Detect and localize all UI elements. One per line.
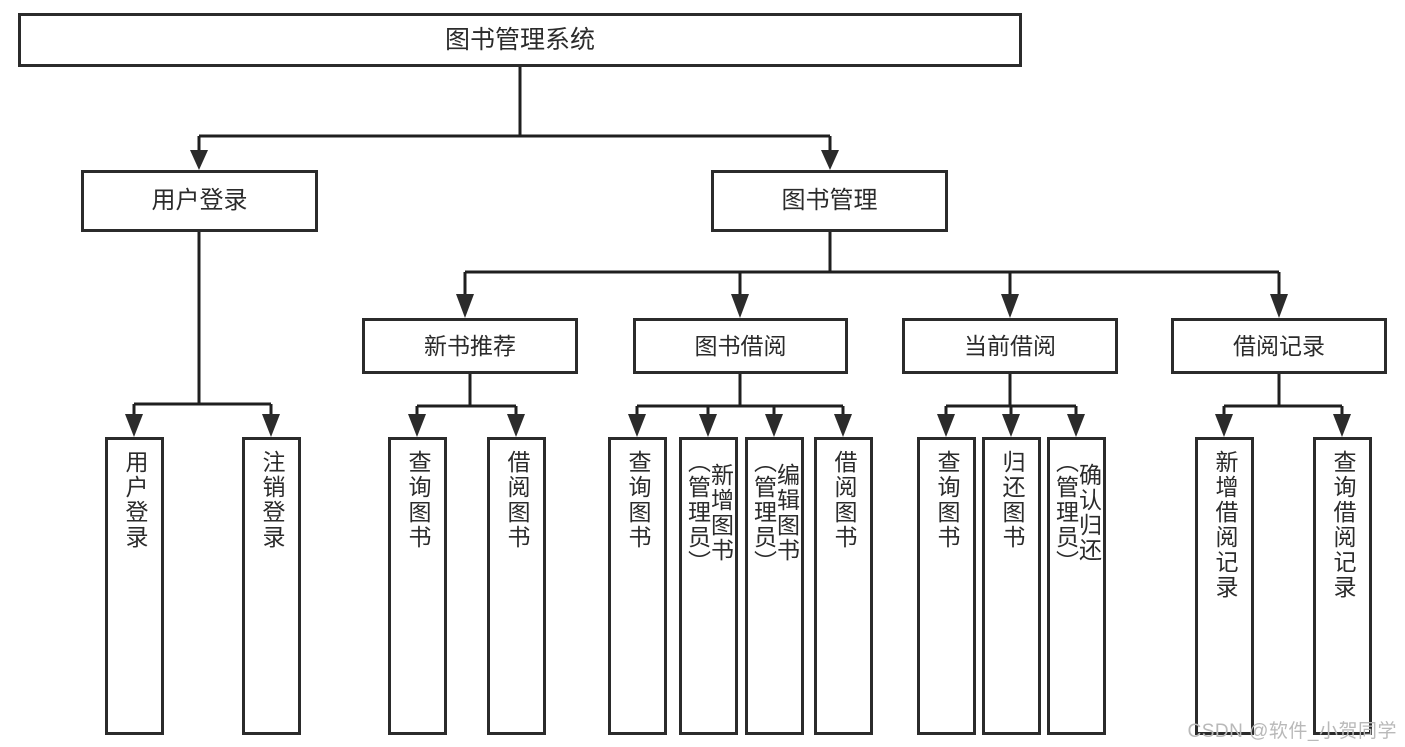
node-label: 新增借阅记录 xyxy=(1212,450,1238,600)
arrow-cb-leaf-3 xyxy=(1067,414,1085,437)
node-leaf-return-book[interactable]: 归还图书 xyxy=(982,437,1041,735)
node-label: 新增图书 （管理员） xyxy=(684,450,734,575)
node-new-book-recommend[interactable]: 新书推荐 xyxy=(362,318,578,374)
node-label: 图书管理系统 xyxy=(444,25,595,54)
node-label: 用户登录 xyxy=(122,450,148,550)
arrow-userlogin-leaf-2 xyxy=(262,414,280,437)
node-label: 新书推荐 xyxy=(424,332,516,359)
node-leaf-query-book-borrow[interactable]: 查询图书 xyxy=(608,437,667,735)
arrow-br-leaf-2 xyxy=(1333,414,1351,437)
node-leaf-add-borrow-record[interactable]: 新增借阅记录 xyxy=(1195,437,1254,735)
node-leaf-add-book-admin[interactable]: 新增图书 （管理员） xyxy=(679,437,738,735)
node-label: 查询图书 xyxy=(625,450,651,550)
node-label: 借阅记录 xyxy=(1233,332,1325,359)
node-leaf-edit-book-admin[interactable]: 编辑图书 （管理员） xyxy=(745,437,804,735)
node-leaf-query-book-current[interactable]: 查询图书 xyxy=(917,437,976,735)
arrow-cb-leaf-1 xyxy=(937,414,955,437)
node-book-manage[interactable]: 图书管理 xyxy=(711,170,948,232)
arrow-bb-leaf-1 xyxy=(628,414,646,437)
node-label: 归还图书 xyxy=(999,450,1025,550)
arrow-bm-to-current-borrow xyxy=(1001,294,1019,318)
node-label: 借阅图书 xyxy=(504,450,530,550)
arrow-nbr-leaf-1 xyxy=(408,414,426,437)
arrow-userlogin-leaf-1 xyxy=(125,414,143,437)
arrow-bm-to-borrow-record xyxy=(1270,294,1288,318)
arrow-bb-leaf-3 xyxy=(765,414,783,437)
node-label: 图书管理 xyxy=(781,187,878,215)
arrow-root-to-user-login xyxy=(190,150,208,170)
node-label: 借阅图书 xyxy=(831,450,857,550)
node-label: 当前借阅 xyxy=(964,332,1056,359)
arrow-bm-to-book-borrow xyxy=(731,294,749,318)
node-label: 图书借阅 xyxy=(694,332,787,359)
node-leaf-borrow-book[interactable]: 借阅图书 xyxy=(814,437,873,735)
node-book-borrow[interactable]: 图书借阅 xyxy=(633,318,848,374)
node-leaf-query-borrow-record[interactable]: 查询借阅记录 xyxy=(1313,437,1372,735)
node-label: 查询图书 xyxy=(934,450,960,550)
node-label: 查询借阅记录 xyxy=(1330,450,1356,600)
node-leaf-user-logout[interactable]: 注销登录 xyxy=(242,437,301,735)
node-borrow-record[interactable]: 借阅记录 xyxy=(1171,318,1387,374)
node-label: 确认归还 （管理员） xyxy=(1052,450,1102,575)
arrow-root-to-book-manage xyxy=(821,150,839,170)
node-label: 注销登录 xyxy=(259,450,285,550)
node-label: 用户登录 xyxy=(151,187,248,215)
node-current-borrow[interactable]: 当前借阅 xyxy=(902,318,1118,374)
node-label: 编辑图书 （管理员） xyxy=(750,450,800,575)
arrow-bb-leaf-4 xyxy=(834,414,852,437)
node-leaf-borrow-book-recommend[interactable]: 借阅图书 xyxy=(487,437,546,735)
node-label: 查询图书 xyxy=(405,450,431,550)
node-leaf-query-book-recommend[interactable]: 查询图书 xyxy=(388,437,447,735)
watermark-text: CSDN @软件_小贺同学 xyxy=(1187,721,1397,742)
arrow-cb-leaf-2 xyxy=(1002,414,1020,437)
arrow-br-leaf-1 xyxy=(1215,414,1233,437)
node-user-login[interactable]: 用户登录 xyxy=(81,170,318,232)
arrow-nbr-leaf-2 xyxy=(507,414,525,437)
arrow-bm-to-new-book-recommend xyxy=(456,294,474,318)
node-leaf-confirm-return-admin[interactable]: 确认归还 （管理员） xyxy=(1047,437,1106,735)
node-root-book-management-system[interactable]: 图书管理系统 xyxy=(18,13,1022,67)
arrow-bb-leaf-2 xyxy=(699,414,717,437)
node-leaf-user-login[interactable]: 用户登录 xyxy=(105,437,164,735)
